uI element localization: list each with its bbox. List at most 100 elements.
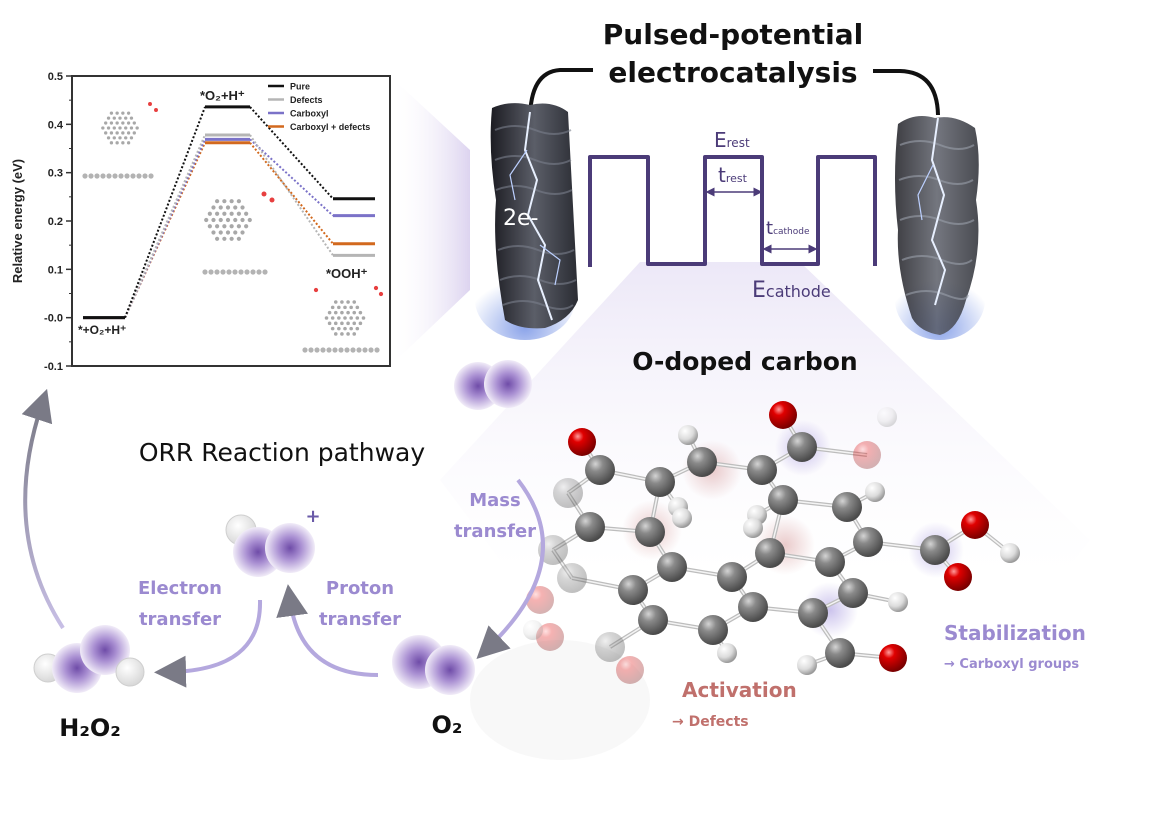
regeneration-arrow (21, 388, 65, 630)
y-tick-label: -0.1 (44, 361, 63, 373)
title-line1: Pulsed-potential (603, 18, 863, 51)
proton-transfer-line2: transfer (319, 609, 401, 630)
mass-transfer-line2: transfer (454, 521, 536, 542)
series-pure (83, 105, 375, 320)
state-label-initial: *+O₂+H⁺ (78, 323, 126, 337)
energy-diagram: Relative energy (eV) 0.5 0.4 0.3 0.2 0.1 -0.0… (10, 71, 391, 373)
oxygen-atom (944, 563, 972, 591)
carbon-atom (687, 447, 717, 477)
carbon-atom (825, 638, 855, 668)
y-tick-label: 0.3 (48, 168, 63, 180)
oxygen-atom (568, 428, 596, 456)
e-rest-label: Erest (714, 128, 750, 152)
graphene-sketch-2 (204, 191, 275, 241)
t-rest-label: trest (718, 163, 748, 187)
carbon-atom (553, 478, 583, 508)
hydrogen-atom (1000, 543, 1020, 563)
charge-plus: + (305, 506, 320, 527)
t-cathode-label: tcathode (766, 218, 810, 239)
transition-line (124, 134, 206, 319)
y-axis-label: Relative energy (eV) (10, 159, 25, 283)
carbon-atom (853, 527, 883, 557)
activation-title: Activation (682, 678, 797, 702)
transition-line (124, 106, 206, 319)
hydrogen-atom (717, 643, 737, 663)
y-tick-label: -0.0 (44, 313, 63, 325)
legend-label: Defects (290, 95, 323, 105)
carbon-atom (787, 432, 817, 462)
lightning-icon (930, 117, 947, 306)
electron-transfer-line1: Electron (138, 578, 222, 599)
carbon-atom (698, 615, 728, 645)
catalyst-title: O-doped carbon (632, 347, 858, 376)
carbon-atom (557, 563, 587, 593)
series-layer (83, 105, 375, 320)
carbon-atom (645, 467, 675, 497)
oxygen-atom (879, 644, 907, 672)
transition-line (249, 142, 334, 245)
hydrogen-atom (877, 407, 897, 427)
hydrogen-atom (678, 425, 698, 445)
carbon-atom (638, 605, 668, 635)
hydrogen-atom (523, 620, 543, 640)
o2-label: O₂ (432, 711, 463, 739)
legend-item: Defects (268, 95, 323, 105)
carbon-atom (747, 455, 777, 485)
electron-transfer-line2: transfer (139, 609, 221, 630)
state-label-o2: *O₂+H⁺ (200, 88, 245, 103)
carbon-atom (832, 492, 862, 522)
o2-molecule-bottom (392, 635, 475, 695)
square-wave (588, 155, 877, 267)
y-tick-label: 0.2 (48, 216, 63, 228)
proton-transfer-arrow (276, 584, 379, 677)
carbon-atom (657, 552, 687, 582)
carbon-atom (635, 517, 665, 547)
carbon-felt-left (490, 103, 578, 329)
potential-waveform: Erest trest tcathode Ecathode (588, 128, 877, 303)
legend-label: Pure (290, 82, 310, 92)
graphene-sketch-1 (82, 102, 380, 353)
y-tick-label: 0.4 (48, 119, 64, 131)
electron-transfer-arrow (154, 599, 263, 688)
carbon-atom (798, 598, 828, 628)
hydrogen-atom (865, 482, 885, 502)
hydrogen-atom (743, 518, 763, 538)
proton-transfer-line1: Proton (326, 578, 394, 599)
transition-line (249, 138, 334, 217)
stabilization-sub: → Carboxyl groups (944, 657, 1079, 672)
legend-label: Carboxyl + defects (290, 122, 370, 132)
state-label-ooh: *OOH⁺ (326, 266, 368, 281)
zoom-wedge (390, 76, 470, 366)
carbon-atom (575, 512, 605, 542)
electrode-right (895, 116, 985, 340)
carbon-atom (538, 535, 568, 565)
carbon-atom (585, 455, 615, 485)
oxygen-atom (616, 656, 644, 684)
y-tick-label: 0.5 (48, 71, 63, 83)
legend-item: Carboxyl (268, 109, 329, 119)
carbon-atom (768, 485, 798, 515)
oxygen-atom (961, 511, 989, 539)
activation-sub: → Defects (672, 714, 749, 730)
oxygen-atom (853, 441, 881, 469)
y-tick-label: 0.1 (48, 264, 63, 276)
hydrogen-atom (672, 508, 692, 528)
electrode-left: 2e- (475, 103, 578, 340)
mass-transfer-line1: Mass (469, 490, 521, 511)
wire-right (873, 69, 940, 116)
oxygen-atom (769, 401, 797, 429)
hydrogen-atom (888, 592, 908, 612)
graphene-sketch-3 (313, 285, 384, 336)
stabilization-title: Stabilization (944, 621, 1086, 645)
mass-transfer-arrow (476, 478, 545, 660)
o-doped-carbon-molecule (523, 401, 1020, 684)
y-ticks: 0.5 0.4 0.3 0.2 0.1 -0.0 -0.1 (44, 71, 72, 373)
pathway-title: ORR Reaction pathway (139, 438, 425, 467)
lightning-icon (523, 111, 553, 321)
carbon-atom (838, 578, 868, 608)
legend-item: Pure (268, 82, 310, 92)
transition-line (249, 134, 334, 256)
carbon-atom (717, 562, 747, 592)
